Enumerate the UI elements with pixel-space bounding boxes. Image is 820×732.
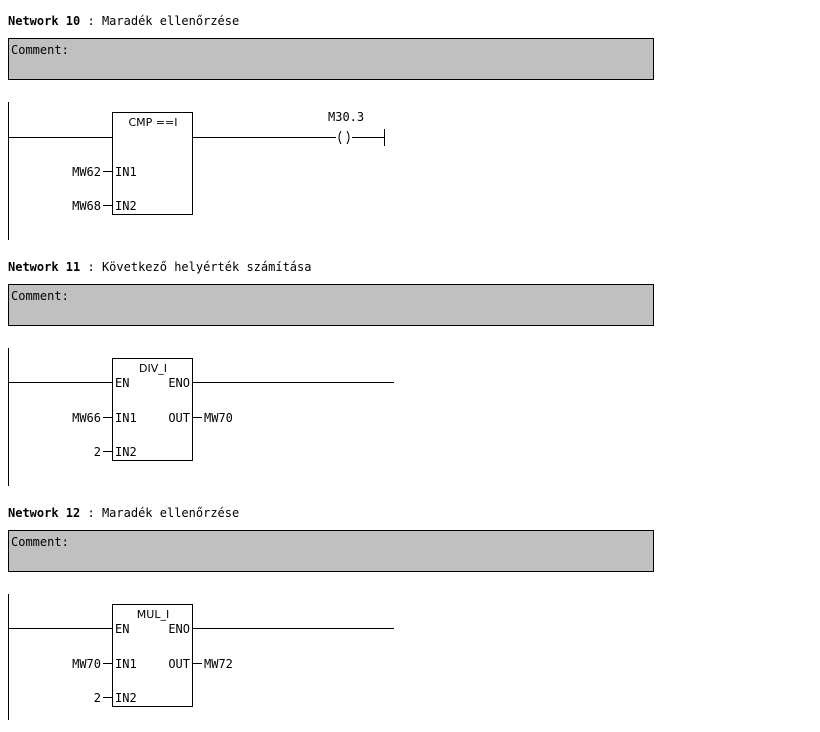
network-number: Network 11	[8, 260, 81, 274]
output-coil-left[interactable]	[338, 130, 342, 145]
mul-block[interactable]	[112, 604, 193, 707]
comment-label: Comment:	[11, 43, 69, 57]
network-11-header[interactable]: Network 11 : Következő helyérték számítá…	[8, 260, 311, 274]
div-block[interactable]	[112, 358, 193, 461]
network-10-ladder[interactable]: CMP ==I M30.3 MW62 IN1 MW68 IN2	[0, 100, 420, 240]
network-title: Következő helyérték számítása	[101, 260, 312, 274]
network-10-header[interactable]: Network 10 : Maradék ellenőrzése	[8, 14, 239, 28]
cmp-block[interactable]	[112, 112, 193, 215]
network-separator: :	[87, 506, 95, 520]
en-pin-label: EN	[115, 622, 129, 636]
in1-operand[interactable]: MW62	[72, 165, 101, 179]
coil-operand: M30.3	[328, 110, 364, 124]
in1-pin-label: IN1	[115, 165, 137, 179]
block-title: DIV_I	[139, 362, 167, 375]
in1-pin-label: IN1	[115, 411, 137, 425]
network-12-header[interactable]: Network 12 : Maradék ellenőrzése	[8, 506, 239, 520]
eno-pin-label: ENO	[168, 622, 190, 636]
network-separator: :	[87, 260, 95, 274]
network-title: Maradék ellenőrzése	[101, 14, 240, 28]
network-separator: :	[87, 14, 95, 28]
en-pin-label: EN	[115, 376, 129, 390]
eno-pin-label: ENO	[168, 376, 190, 390]
network-number: Network 10	[8, 14, 81, 28]
network-12-ladder[interactable]: MUL_I EN ENO MW70 IN1 OUT MW72 2 IN2	[0, 592, 420, 732]
network-11-ladder[interactable]: DIV_I EN ENO MW66 IN1 OUT MW70 2 IN2	[0, 346, 420, 486]
in2-operand[interactable]: 2	[94, 691, 101, 705]
network-10-comment-field[interactable]: Comment:	[8, 38, 654, 80]
network-12-comment-field[interactable]: Comment:	[8, 530, 654, 572]
in1-pin-label: IN1	[115, 657, 137, 671]
in2-pin-label: IN2	[115, 445, 137, 459]
in1-operand[interactable]: MW70	[72, 657, 101, 671]
in2-operand[interactable]: MW68	[72, 199, 101, 213]
network-11-comment-field[interactable]: Comment:	[8, 284, 654, 326]
out-pin-label: OUT	[168, 411, 190, 425]
output-coil-right[interactable]	[346, 130, 350, 145]
in2-pin-label: IN2	[115, 199, 137, 213]
network-title: Maradék ellenőrzése	[101, 506, 240, 520]
out-operand[interactable]: MW72	[204, 657, 233, 671]
out-operand[interactable]: MW70	[204, 411, 233, 425]
block-title: MUL_I	[137, 608, 169, 621]
in2-pin-label: IN2	[115, 691, 137, 705]
in2-operand[interactable]: 2	[94, 445, 101, 459]
in1-operand[interactable]: MW66	[72, 411, 101, 425]
comment-label: Comment:	[11, 535, 69, 549]
block-title: CMP ==I	[129, 116, 178, 129]
network-number: Network 12	[8, 506, 81, 520]
out-pin-label: OUT	[168, 657, 190, 671]
comment-label: Comment:	[11, 289, 69, 303]
